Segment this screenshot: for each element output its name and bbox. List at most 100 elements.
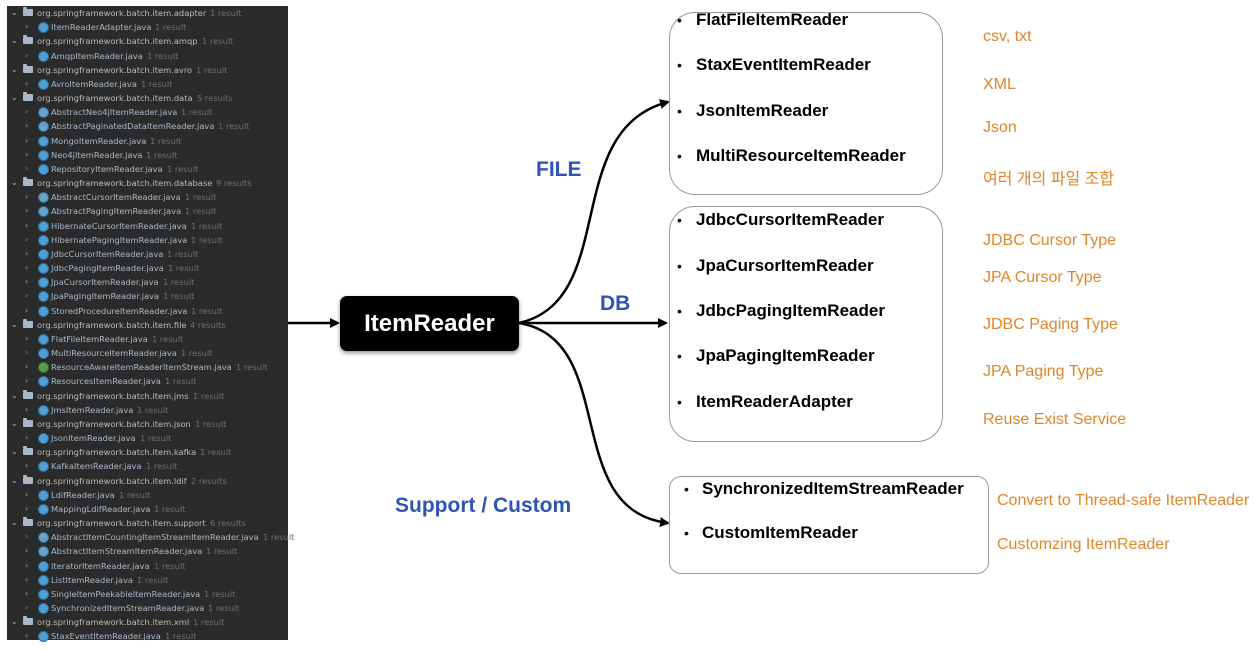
reader-description: Json bbox=[983, 119, 1017, 136]
chevron-down-icon[interactable]: ⌄ bbox=[11, 390, 18, 400]
file-name: AbstractPaginatedDataItemReader.java bbox=[51, 121, 215, 132]
chevron-right-icon[interactable]: › bbox=[25, 376, 29, 386]
package-name: org.springframework.batch.item.data bbox=[37, 93, 193, 104]
file-name: ItemReaderAdapter.java bbox=[51, 22, 152, 33]
file-readers-box bbox=[669, 12, 943, 195]
file-name: FlatFileItemReader.java bbox=[51, 333, 148, 344]
result-count: 1 result bbox=[181, 348, 213, 359]
chevron-right-icon[interactable]: › bbox=[25, 433, 29, 443]
bullet-marker: • bbox=[677, 212, 682, 228]
class-icon bbox=[38, 78, 49, 90]
chevron-right-icon[interactable]: › bbox=[25, 248, 29, 258]
result-count: 1 result bbox=[185, 206, 217, 217]
chevron-down-icon[interactable]: ⌄ bbox=[11, 93, 18, 103]
chevron-right-icon[interactable]: › bbox=[25, 22, 29, 32]
result-count: 1 result bbox=[147, 50, 179, 61]
chevron-down-icon[interactable]: ⌄ bbox=[11, 8, 18, 17]
class-icon bbox=[38, 503, 49, 515]
chevron-right-icon[interactable]: › bbox=[25, 603, 29, 613]
chevron-right-icon[interactable]: › bbox=[25, 362, 29, 372]
chevron-down-icon[interactable]: ⌄ bbox=[11, 447, 18, 457]
file-name: StoredProcedureItemReader.java bbox=[51, 305, 188, 316]
chevron-down-icon[interactable]: ⌄ bbox=[11, 64, 18, 74]
abstract-class-icon bbox=[38, 532, 49, 544]
result-count: 1 result bbox=[181, 107, 213, 118]
package-name: org.springframework.batch.item.amqp bbox=[37, 36, 198, 47]
folder-icon bbox=[23, 92, 33, 102]
chevron-right-icon[interactable]: › bbox=[25, 107, 29, 117]
result-count: 1 result bbox=[140, 433, 172, 444]
result-count: 1 result bbox=[165, 376, 197, 387]
chevron-right-icon[interactable]: › bbox=[25, 588, 29, 598]
result-count: 1 result bbox=[196, 64, 228, 75]
result-count: 1 result bbox=[163, 277, 195, 288]
bullet-marker: • bbox=[677, 103, 682, 119]
result-count: 1 result bbox=[155, 22, 187, 33]
class-icon bbox=[38, 588, 49, 600]
folder-icon bbox=[23, 474, 33, 484]
db-branch-label: DB bbox=[600, 292, 631, 315]
chevron-down-icon[interactable]: ⌄ bbox=[11, 319, 18, 329]
chevron-right-icon[interactable]: › bbox=[25, 503, 29, 513]
chevron-right-icon[interactable]: › bbox=[25, 206, 29, 216]
chevron-right-icon[interactable]: › bbox=[25, 348, 29, 358]
chevron-right-icon[interactable]: › bbox=[25, 305, 29, 315]
chevron-right-icon[interactable]: › bbox=[25, 121, 29, 131]
folder-icon bbox=[23, 446, 33, 456]
result-count: 1 result bbox=[165, 631, 197, 642]
chevron-right-icon[interactable]: › bbox=[25, 78, 29, 88]
chevron-right-icon[interactable]: › bbox=[25, 163, 29, 173]
result-count: 1 result bbox=[200, 447, 232, 458]
chevron-right-icon[interactable]: › bbox=[25, 333, 29, 343]
bullet-marker: • bbox=[677, 57, 682, 73]
interface-icon bbox=[38, 362, 49, 374]
chevron-right-icon[interactable]: › bbox=[25, 234, 29, 244]
result-count: 1 result bbox=[154, 503, 186, 514]
result-count: 1 result bbox=[146, 461, 178, 472]
file-name: MultiResourceItemReader.java bbox=[51, 348, 177, 359]
chevron-right-icon[interactable]: › bbox=[25, 220, 29, 230]
chevron-right-icon[interactable]: › bbox=[25, 546, 29, 556]
chevron-down-icon[interactable]: ⌄ bbox=[11, 418, 18, 428]
chevron-right-icon[interactable]: › bbox=[25, 277, 29, 287]
chevron-right-icon[interactable]: › bbox=[25, 263, 29, 273]
reader-name: CustomItemReader bbox=[702, 523, 858, 542]
chevron-down-icon[interactable]: ⌄ bbox=[11, 475, 18, 485]
chevron-down-icon[interactable]: ⌄ bbox=[11, 617, 18, 627]
file-name: IteratorItemReader.java bbox=[51, 560, 150, 571]
package-name: org.springframework.batch.item.jms bbox=[37, 390, 189, 401]
chevron-right-icon[interactable]: › bbox=[25, 135, 29, 145]
file-name: StaxEventItemReader.java bbox=[51, 631, 161, 642]
file-name: JpaCursorItemReader.java bbox=[51, 277, 159, 288]
chevron-right-icon[interactable]: › bbox=[25, 560, 29, 570]
class-icon bbox=[38, 433, 49, 445]
abstract-class-icon bbox=[38, 121, 49, 133]
folder-icon bbox=[23, 63, 33, 73]
result-count: 1 result bbox=[193, 617, 225, 628]
chevron-right-icon[interactable]: › bbox=[25, 192, 29, 202]
file-name: AbstractCursorItemReader.java bbox=[51, 192, 181, 203]
package-name: org.springframework.batch.item.database bbox=[37, 178, 213, 189]
chevron-right-icon[interactable]: › bbox=[25, 149, 29, 159]
reader-description: 여러 개의 파일 조합 bbox=[983, 171, 1115, 188]
package-name: org.springframework.batch.item.avro bbox=[37, 64, 193, 75]
chevron-right-icon[interactable]: › bbox=[25, 404, 29, 414]
bullet-marker: • bbox=[684, 481, 689, 497]
chevron-down-icon[interactable]: ⌄ bbox=[11, 518, 18, 528]
chevron-right-icon[interactable]: › bbox=[25, 50, 29, 60]
class-icon bbox=[38, 248, 49, 260]
chevron-down-icon[interactable]: ⌄ bbox=[11, 36, 18, 46]
result-count: 1 result bbox=[141, 78, 173, 89]
chevron-right-icon[interactable]: › bbox=[25, 461, 29, 471]
chevron-right-icon[interactable]: › bbox=[25, 532, 29, 542]
support-readers-box bbox=[669, 476, 989, 574]
reader-description: XML bbox=[983, 76, 1016, 93]
reader-name: JdbcCursorItemReader bbox=[696, 210, 885, 229]
chevron-right-icon[interactable]: › bbox=[25, 574, 29, 584]
chevron-down-icon[interactable]: ⌄ bbox=[11, 178, 18, 188]
reader-description: Customzing ItemReader bbox=[997, 536, 1170, 553]
result-count: 1 result bbox=[204, 588, 236, 599]
chevron-right-icon[interactable]: › bbox=[25, 291, 29, 301]
chevron-right-icon[interactable]: › bbox=[25, 489, 29, 499]
chevron-right-icon[interactable]: › bbox=[25, 631, 29, 641]
